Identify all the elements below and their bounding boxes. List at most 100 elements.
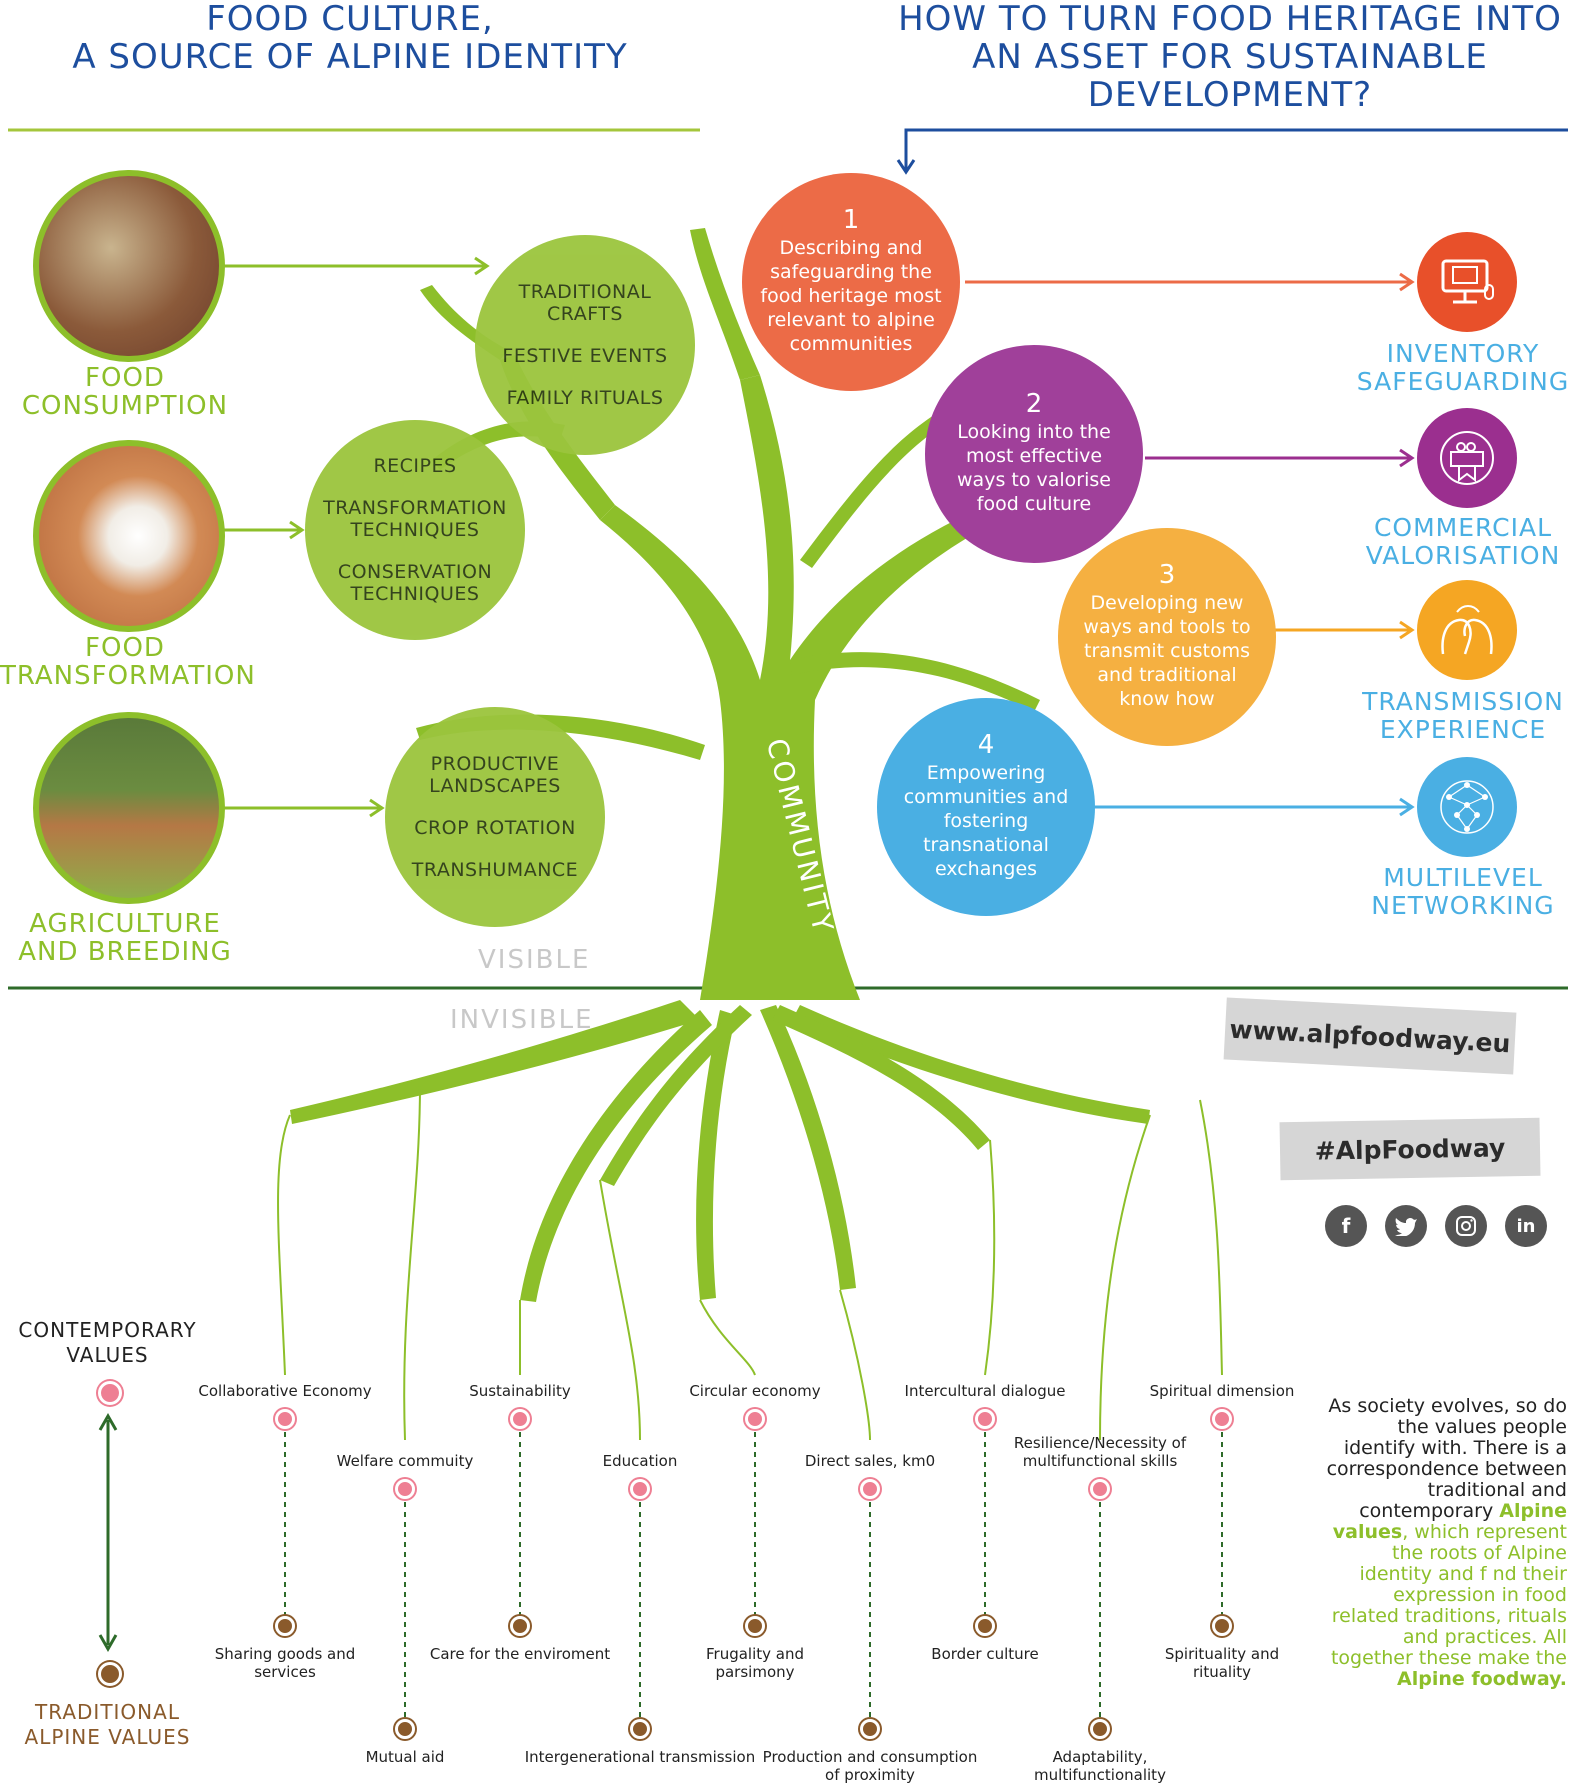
branch-item: CONSERVATION TECHNIQUES <box>337 561 493 605</box>
contemporary-value: Welfare commuity <box>336 1452 474 1470</box>
legend-traditional: TRADITIONAL ALPINE VALUES <box>0 1700 215 1750</box>
contemporary-value: Spiritual dimension <box>1149 1382 1295 1400</box>
outcome-label-networking: MULTILEVEL NETWORKING <box>1350 864 1576 920</box>
step-text: Describing and safeguarding the food her… <box>760 237 942 355</box>
facebook-icon[interactable]: f <box>1325 1205 1367 1247</box>
traditional-dot <box>275 1616 295 1636</box>
traditional-dot <box>395 1719 415 1739</box>
hashtag-tag[interactable]: #AlpFoodway <box>1279 1117 1541 1181</box>
traditional-dot <box>975 1616 995 1636</box>
twitter-icon[interactable] <box>1385 1205 1427 1247</box>
left-title-line1: FOOD CULTURE, <box>206 0 494 39</box>
contemporary-value: Sustainability <box>469 1382 571 1400</box>
branch-circle-top: TRADITIONAL CRAFTS FESTIVE EVENTS FAMILY… <box>475 235 695 455</box>
category-line: TRANSFORMATION <box>0 661 256 691</box>
outcome-label-transmission: TRANSMISSION EXPERIENCE <box>1350 688 1576 744</box>
right-title-line2: AN ASSET FOR SUSTAINABLE <box>972 37 1488 77</box>
traditional-dot <box>1212 1616 1232 1636</box>
traditional-value: Frugality and parsimony <box>705 1645 804 1681</box>
traditional-dot <box>510 1616 530 1636</box>
value-connectors <box>284 1432 1223 1718</box>
instagram-icon[interactable] <box>1445 1205 1487 1247</box>
traditional-value: Mutual aid <box>365 1748 445 1766</box>
contemporary-dot <box>395 1479 415 1499</box>
traditional-value: Spirituality and rituality <box>1164 1645 1280 1681</box>
step-text: Empowering communities and fostering tra… <box>903 762 1069 880</box>
branch-circle-middle: RECIPES TRANSFORMATION TECHNIQUES CONSER… <box>305 420 525 640</box>
traditional-value: Care for the enviroment <box>429 1645 611 1663</box>
contemporary-dot <box>860 1479 880 1499</box>
contemporary-dot <box>1212 1409 1232 1429</box>
tree <box>290 228 1150 1302</box>
contemporary-value: Education <box>602 1452 678 1470</box>
contemporary-value: Resilience/Necessity of multifunctional … <box>1013 1434 1187 1470</box>
photo-arrows <box>215 256 490 818</box>
outcome-label-commercial: COMMERCIAL VALORISATION <box>1350 514 1576 570</box>
legend-traditional-dot <box>98 1662 122 1686</box>
branch-item: FAMILY RITUALS <box>506 387 664 409</box>
legend-contemporary: CONTEMPORARY VALUES <box>0 1318 215 1368</box>
legend-contemporary-dot <box>98 1381 122 1405</box>
traditional-dot <box>860 1719 880 1739</box>
contemporary-dot <box>630 1479 650 1499</box>
contemporary-value: Circular economy <box>689 1382 821 1400</box>
outcome-line: TRANSMISSION <box>1362 687 1564 716</box>
category-line: FOOD <box>85 633 165 663</box>
legend-line: TRADITIONAL <box>35 1700 180 1724</box>
paragraph-highlight: Alpine foodway. <box>1397 1668 1567 1690</box>
contemporary-dot <box>745 1409 765 1429</box>
contemporary-value: Collaborative Economy <box>198 1382 372 1400</box>
computer-icon <box>1417 232 1517 332</box>
right-title-connector <box>904 128 1568 170</box>
linkedin-icon[interactable]: in <box>1505 1205 1547 1247</box>
category-line: AGRICULTURE <box>29 909 221 939</box>
contemporary-value: Intercultural dialogue <box>904 1382 1066 1400</box>
category-food-transformation: FOOD TRANSFORMATION <box>0 633 256 691</box>
network-globe-icon <box>1417 757 1517 857</box>
paragraph-text-green: , which represent the roots of Alpine id… <box>1330 1521 1567 1669</box>
traditional-dot <box>1090 1719 1110 1739</box>
contemporary-dot <box>510 1409 530 1429</box>
outcome-label-inventory: INVENTORY SAFEGUARDING <box>1350 340 1576 396</box>
step-number: 4 <box>977 730 995 760</box>
food-consumption-photo <box>33 170 225 362</box>
category-line: FOOD <box>85 363 165 393</box>
outcome-line: EXPERIENCE <box>1379 715 1547 744</box>
outcome-line: NETWORKING <box>1371 891 1555 920</box>
branch-item: PRODUCTIVE LANDSCAPES <box>429 753 561 797</box>
legend-line: ALPINE VALUES <box>24 1725 191 1749</box>
traditional-dot <box>745 1616 765 1636</box>
branch-item: TRANSFORMATION TECHNIQUES <box>323 497 507 541</box>
contemporary-dot <box>1090 1479 1110 1499</box>
traditional-dot <box>630 1719 650 1739</box>
step-circle-3: 3 Developing new ways and tools to trans… <box>1058 528 1276 746</box>
category-agriculture: AGRICULTURE AND BREEDING <box>0 910 250 966</box>
market-stall-icon <box>1417 408 1517 508</box>
outcome-line: INVENTORY <box>1386 339 1540 368</box>
invisible-label: INVISIBLE <box>450 1005 594 1035</box>
step-text: Looking into the most effective ways to … <box>957 421 1111 515</box>
right-title-line3: DEVELOPMENT? <box>1087 75 1373 115</box>
branch-item: FESTIVE EVENTS <box>502 345 668 367</box>
agriculture-photo <box>33 712 225 904</box>
paragraph-highlight: Alpine values <box>1332 1500 1567 1543</box>
step-number: 1 <box>842 205 860 235</box>
traditional-value: Border culture <box>931 1645 1039 1663</box>
contemporary-value: Direct sales, km0 <box>804 1452 936 1470</box>
category-line: CONSUMPTION <box>21 391 229 421</box>
step-number: 2 <box>1025 389 1043 419</box>
food-transformation-photo <box>33 440 225 632</box>
step-circle-4: 4 Empowering communities and fostering t… <box>877 698 1095 916</box>
step-circle-2: 2 Looking into the most effective ways t… <box>925 345 1143 563</box>
branch-circle-bottom: PRODUCTIVE LANDSCAPES CROP ROTATION TRAN… <box>385 707 605 927</box>
right-title-line1: HOW TO TURN FOOD HERITAGE INTO <box>898 0 1562 39</box>
right-title: HOW TO TURN FOOD HERITAGE INTO AN ASSET … <box>880 0 1576 114</box>
left-title: FOOD CULTURE, A SOURCE OF ALPINE IDENTIT… <box>40 0 660 76</box>
visible-label: VISIBLE <box>478 945 591 975</box>
category-line: AND BREEDING <box>18 937 232 967</box>
thin-roots <box>277 1084 1223 1441</box>
values-paragraph: As society evolves, so do the values peo… <box>1325 1396 1567 1690</box>
branch-item: TRANSHUMANCE <box>411 859 579 881</box>
branch-item: CROP ROTATION <box>414 817 576 839</box>
